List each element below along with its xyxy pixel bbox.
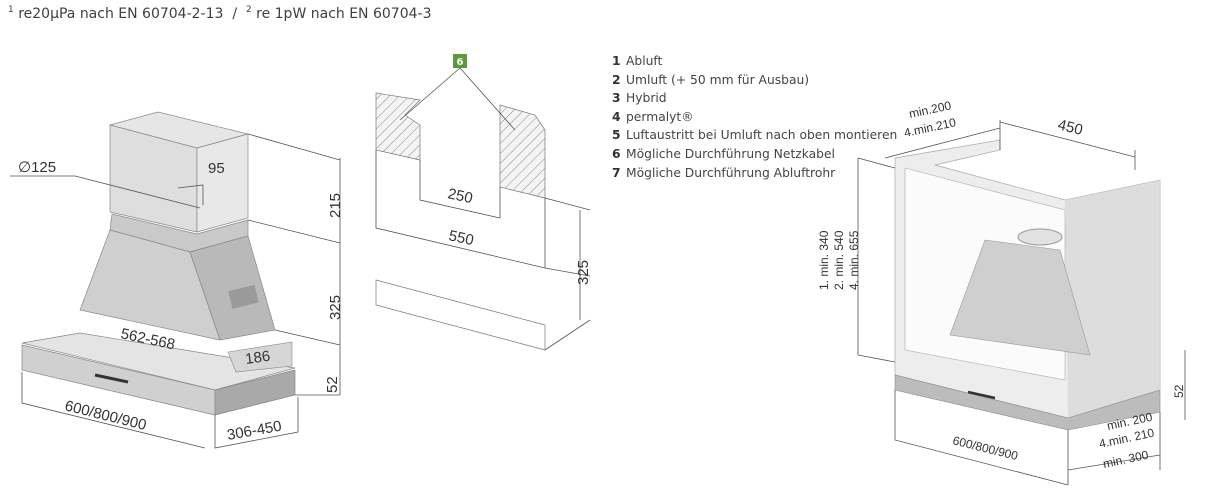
dim-width: 600/800/900 bbox=[63, 397, 148, 434]
legend-num: 7 bbox=[612, 165, 621, 180]
cabinet-drawing-right: min.200 4.min.210 450 1. min. 340 2. min… bbox=[817, 98, 1186, 486]
dim-250: 250 bbox=[446, 185, 474, 207]
legend-num: 1 bbox=[612, 54, 621, 68]
hood-drawing-left: ∅125 95 215 325 52 562-568 186 600/800/9… bbox=[10, 111, 344, 449]
legend-num: 2 bbox=[612, 72, 621, 87]
filter-unit bbox=[227, 341, 293, 373]
legend-label: Mögliche Durchführung Netzkabel bbox=[626, 146, 835, 161]
footnote: 1 re20µPa nach EN 60704-2-13 / 2 re 1pW … bbox=[8, 5, 431, 22]
legend-item: 3 Hybrid bbox=[612, 89, 897, 108]
badge-6 bbox=[453, 54, 467, 68]
legend-item: 5 Luftaustritt bei Umluft nach oben monti… bbox=[612, 126, 897, 145]
legend-item: 2 Umluft (+ 50 mm für Ausbau) bbox=[612, 71, 897, 90]
dim-diameter: ∅125 bbox=[18, 159, 56, 176]
light-strip bbox=[94, 373, 129, 384]
wall-left-hatched bbox=[375, 92, 421, 161]
base-top bbox=[21, 332, 296, 391]
dim-186: 186 bbox=[244, 348, 271, 368]
footnote-text-1: re20µPa nach EN 60704-2-13 bbox=[18, 6, 224, 22]
legend-num: 3 bbox=[612, 91, 621, 106]
dim-325: 325 bbox=[327, 295, 344, 320]
legend-num: 4 bbox=[612, 109, 621, 124]
dim-95: 95 bbox=[208, 160, 225, 177]
footnote-separator: / bbox=[232, 6, 238, 22]
legend-num: 5 bbox=[612, 128, 621, 143]
cabinet-side bbox=[1065, 180, 1160, 418]
legend-num: 6 bbox=[612, 146, 621, 161]
dim-bottom-min-300: min. 300 bbox=[1102, 448, 1150, 471]
chimney-side bbox=[196, 133, 249, 233]
dim-depth: 306-450 bbox=[226, 418, 283, 444]
light-strip bbox=[967, 390, 996, 400]
dim-h1-min-340: 1. min. 340 bbox=[817, 230, 831, 290]
legend-label: Luftaustritt bei Umluft nach oben montie… bbox=[626, 128, 898, 143]
hood-body bbox=[949, 239, 1091, 356]
badge-6-label: 6 bbox=[457, 57, 464, 68]
dim-450: 450 bbox=[1056, 116, 1084, 139]
dim-h2-min-540: 2. min. 540 bbox=[832, 230, 846, 290]
legend-item: 7 Mögliche Durchführung Abluftrohr bbox=[612, 164, 897, 183]
dim-52-right: 52 bbox=[1172, 384, 1186, 398]
dim-52: 52 bbox=[324, 376, 341, 393]
cutout-drawing: 6 250 550 325 bbox=[375, 54, 592, 351]
footnote-text-2: re 1pW nach EN 60704-3 bbox=[256, 6, 432, 22]
legend-label: Umluft (+ 50 mm für Ausbau) bbox=[626, 72, 810, 87]
legend-label: permalyt® bbox=[626, 109, 694, 124]
wall-right-hatched bbox=[499, 104, 546, 199]
base-plate bbox=[375, 279, 546, 351]
legend-item: 4 permalyt® bbox=[612, 108, 897, 127]
legend-label: Hybrid bbox=[626, 91, 667, 106]
dim-325-middle: 325 bbox=[575, 260, 592, 285]
legend-label: Mögliche Durchführung Abluftrohr bbox=[626, 165, 836, 180]
legend-label: Abluft bbox=[626, 54, 663, 68]
dim-215: 215 bbox=[327, 193, 344, 218]
exhaust-collar bbox=[1017, 228, 1063, 246]
dim-bottom-min-210: 4.min. 210 bbox=[1098, 426, 1156, 451]
legend-item: 1 Abluft bbox=[612, 52, 897, 71]
legend-item: 6 Mögliche Durchführung Netzkabel bbox=[612, 145, 897, 164]
footnote-sup-1: 1 bbox=[8, 5, 14, 15]
control-box bbox=[228, 284, 259, 309]
dim-550: 550 bbox=[447, 227, 475, 249]
legend: 1 Abluft 2 Umluft (+ 50 mm für Ausbau) 3 Hy… bbox=[612, 52, 897, 182]
dim-h4-min-655: 4. min. 655 bbox=[847, 230, 861, 290]
dim-width-right: 600/800/900 bbox=[951, 433, 1019, 463]
footnote-sup-2: 2 bbox=[245, 5, 252, 15]
